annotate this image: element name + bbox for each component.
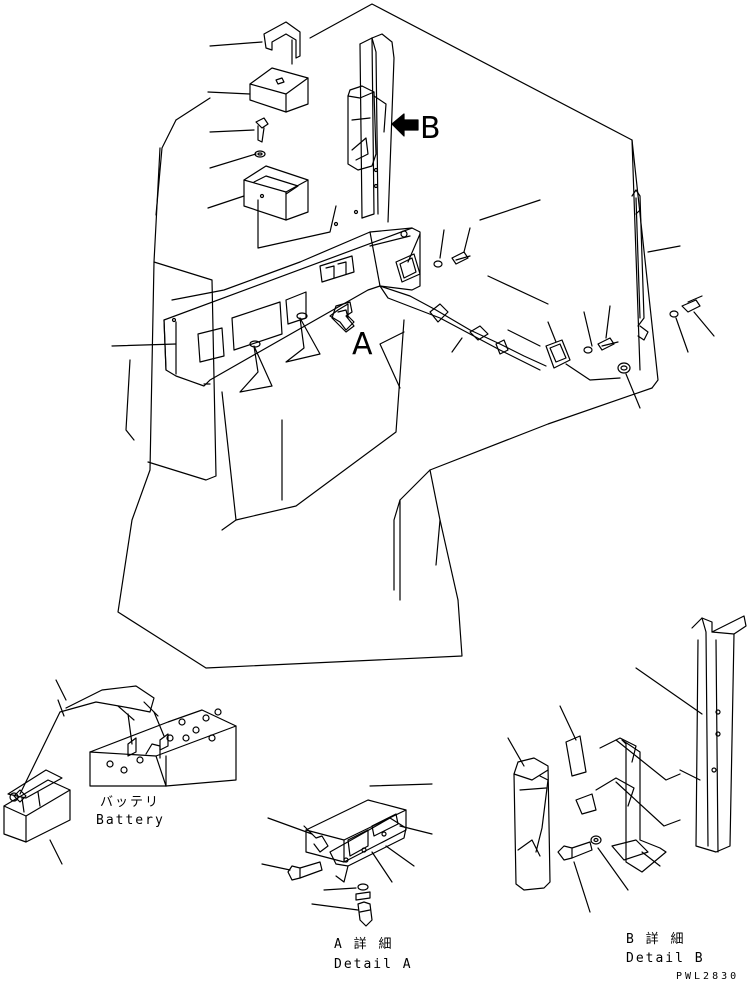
battery-assembly: [3, 679, 237, 865]
battery-jp-label: バッテリ: [100, 795, 161, 810]
arrow-a-label: A: [352, 327, 373, 362]
arrow-a: [329, 301, 355, 333]
detail-a-en-label: Detail A: [334, 957, 413, 972]
battery-en-label: Battery: [96, 813, 165, 828]
arrow-b-label: B: [420, 111, 441, 146]
detail-b-assembly: [507, 615, 747, 913]
first-aid-box-parts: [207, 21, 309, 221]
extinguisher-mount: [347, 33, 395, 223]
left-leader: [111, 343, 177, 347]
cab-body: [117, 3, 659, 669]
detail-b-en-label: Detail B: [626, 951, 705, 966]
arrow-b: [391, 113, 419, 137]
detail-a-assembly: [261, 783, 433, 927]
detail-a-jp-label: A 詳 細: [334, 937, 394, 952]
right-side-parts: [369, 189, 715, 409]
detail-b-jp-label: B 詳 細: [626, 932, 686, 947]
drawing-code: PWL2830: [676, 971, 740, 982]
